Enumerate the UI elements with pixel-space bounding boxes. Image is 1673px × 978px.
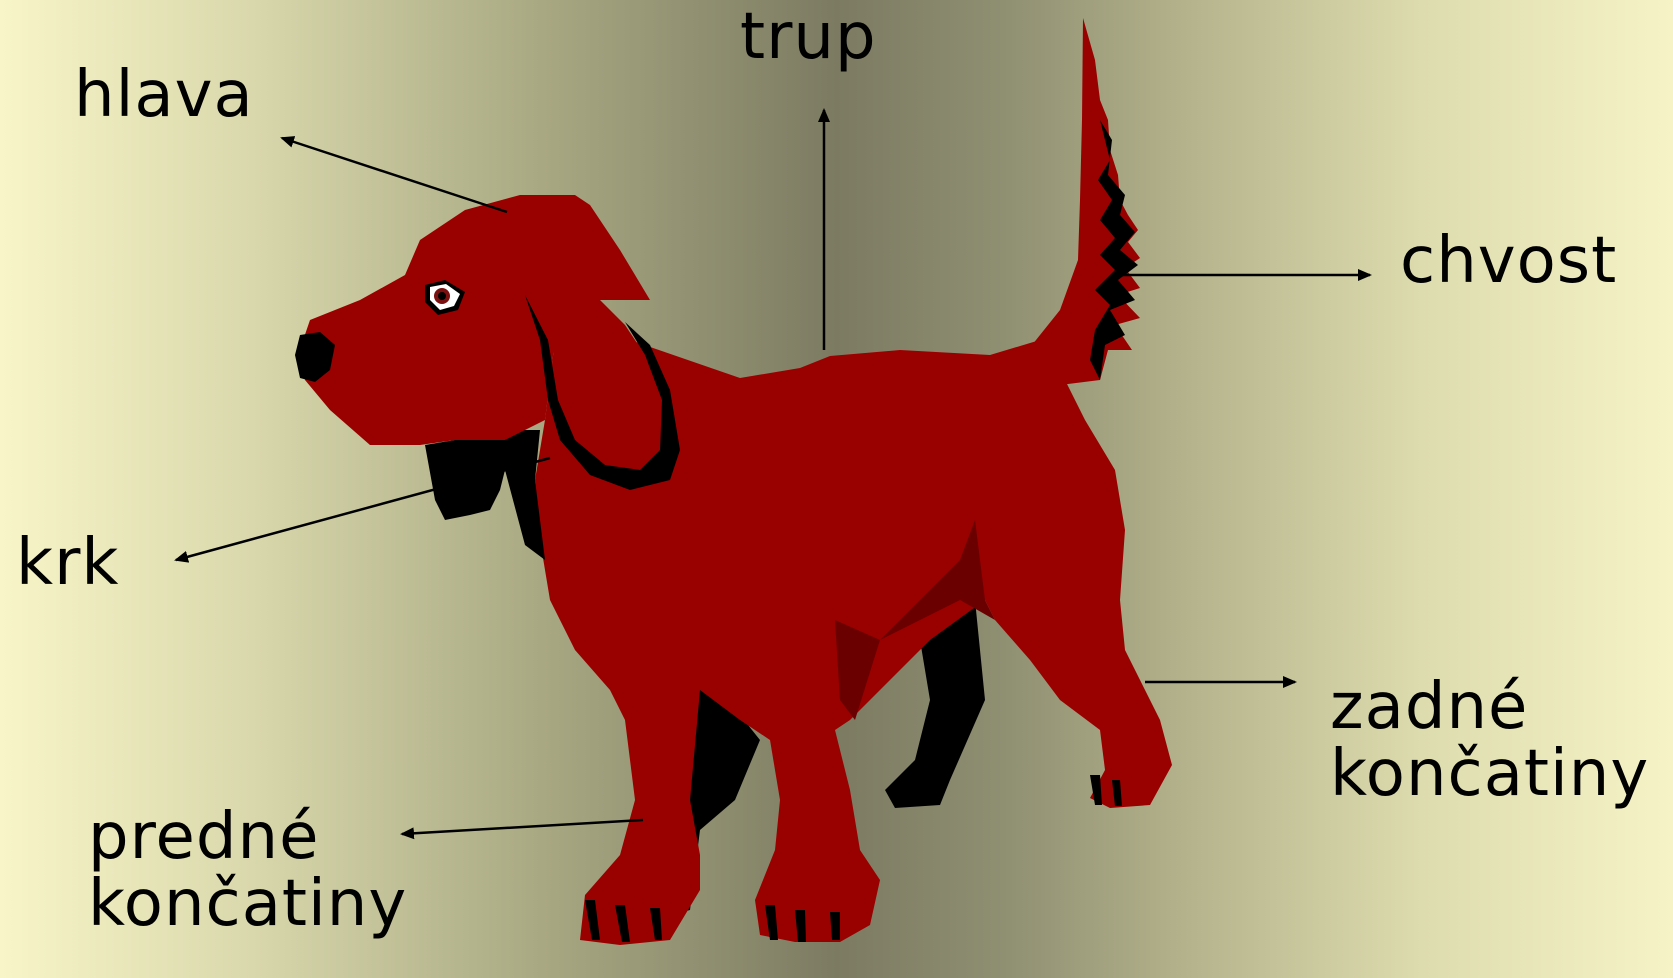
dog-illustration [295, 18, 1172, 945]
label-neck: krk [16, 530, 119, 597]
arrow-head [282, 138, 507, 212]
label-trunk: trup [740, 4, 877, 71]
jowl [425, 430, 545, 560]
label-hind-legs: zadné končatiny [1330, 674, 1649, 808]
label-head: hlava [74, 62, 254, 129]
label-front-legs: predné končatiny [88, 804, 407, 938]
arrow-neck [176, 458, 550, 560]
label-tail: chvost [1400, 228, 1617, 295]
arrow-front-legs [402, 820, 643, 834]
